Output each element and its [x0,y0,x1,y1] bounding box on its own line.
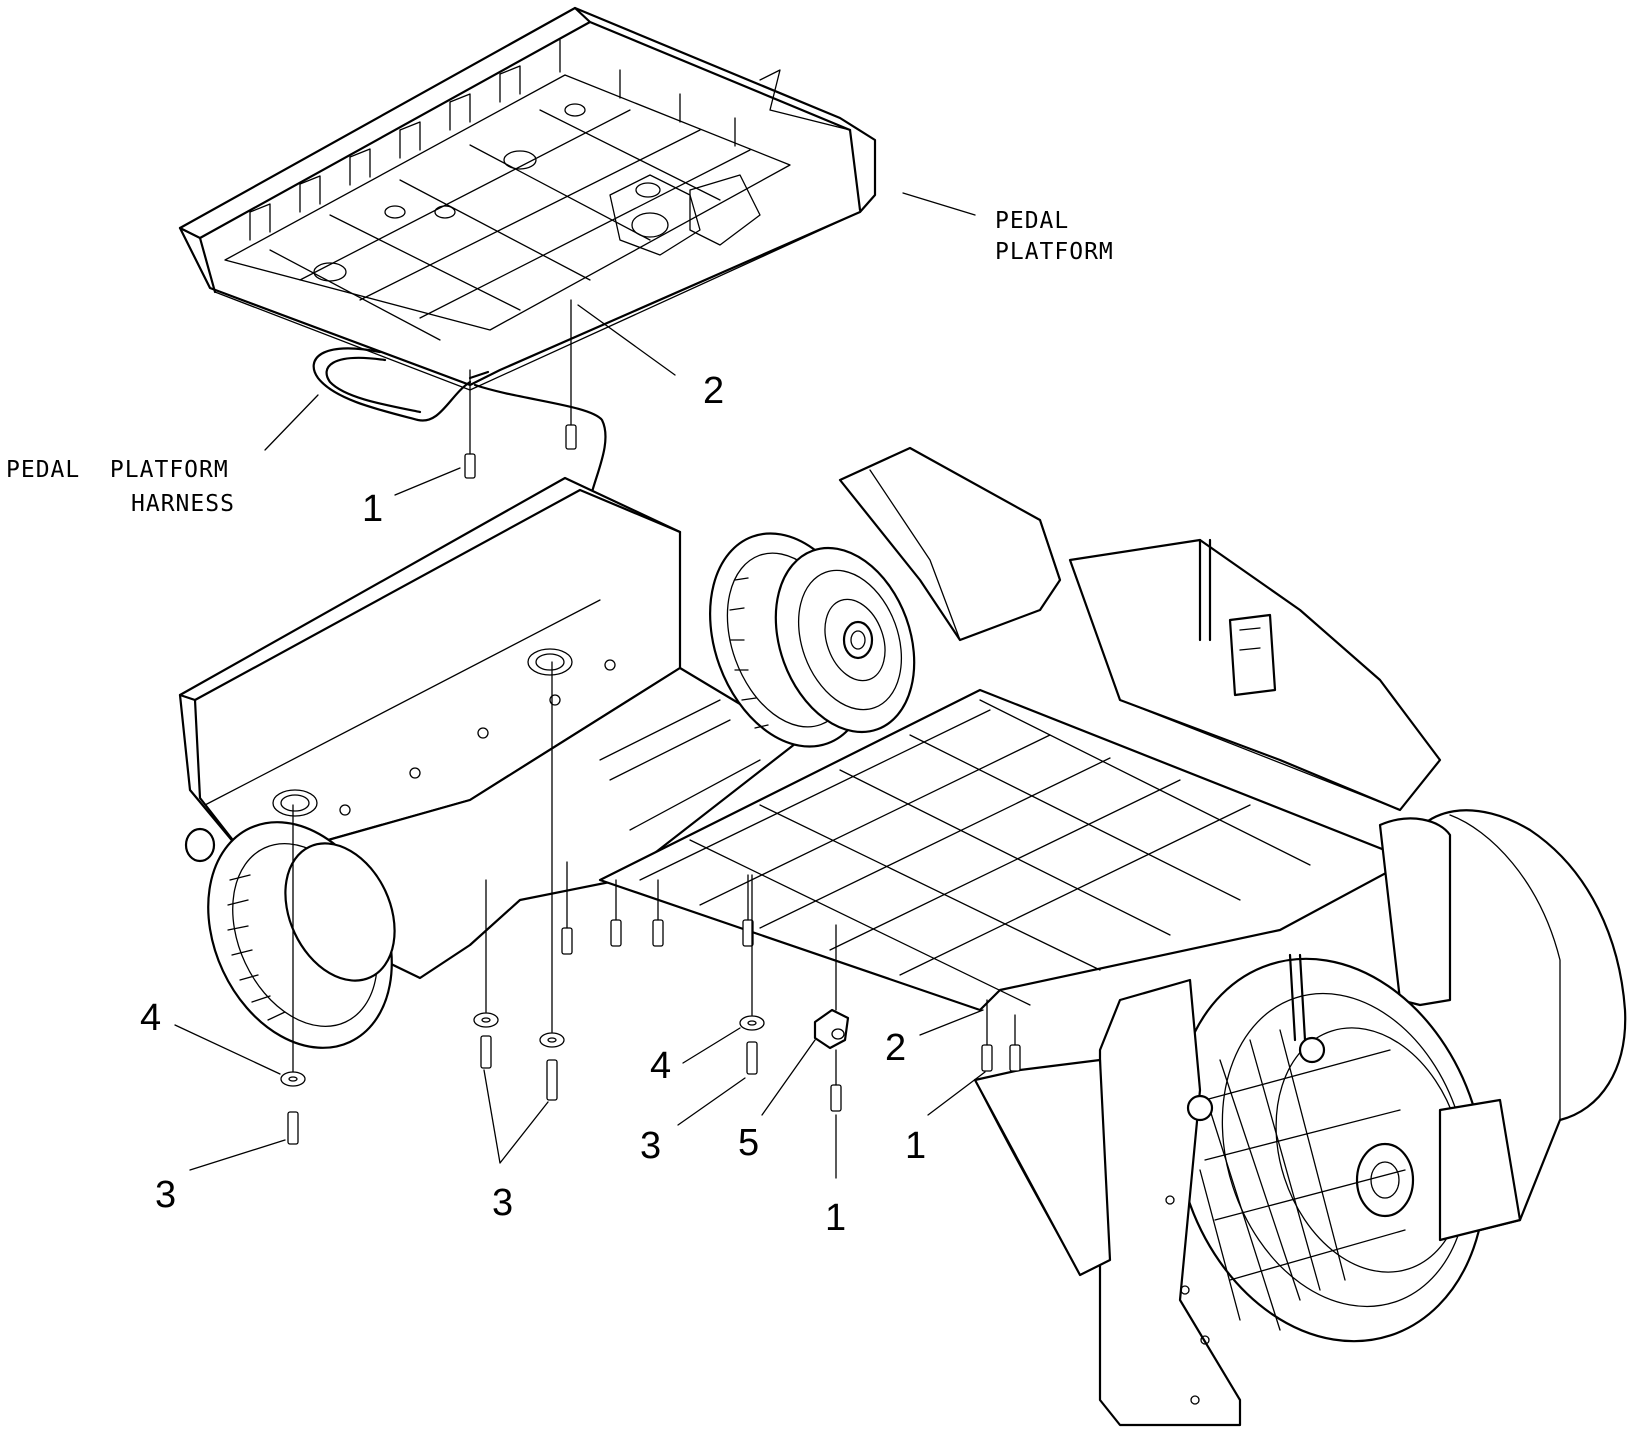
right-wheel-housing-part [973,809,1627,1427]
leader-c1-right [927,1071,986,1116]
callout-3-left: 3 [155,1174,176,1216]
leader-c2-upper [577,304,676,376]
leader-c3-middle [483,1069,549,1164]
callout-2-upper: 2 [703,370,724,412]
callout-3-center: 3 [640,1125,661,1167]
pedal-platform-harness-part [312,347,607,494]
leader-c5 [761,1039,816,1116]
leader-c4-left [174,1024,281,1075]
label-harness-line2: HARNESS [131,491,235,517]
callout-2-right: 2 [885,1027,906,1069]
callout-1-bottom: 1 [825,1197,846,1239]
fastener-hardware [280,299,1021,1145]
leader-c4-center [682,1027,741,1064]
callout-4-center: 4 [650,1045,671,1087]
label-harness-line1: PEDAL PLATFORM [6,457,229,483]
leader-lines [174,192,986,1179]
callout-1-upper: 1 [362,488,383,530]
leader-c3-center [677,1077,746,1126]
callout-4-left: 4 [140,997,161,1039]
left-wheel-part [184,821,396,1049]
callout-1-right: 1 [905,1125,926,1167]
callout-3-middle: 3 [492,1182,513,1224]
leader-c1-upper [394,467,461,496]
pedal-platform-part [178,6,877,391]
callout-5: 5 [738,1122,759,1164]
label-pedal-platform-line2: PLATFORM [995,239,1114,265]
leader-c2-right [919,1009,984,1036]
leader-pedal-platform [902,192,976,216]
leader-c3-left [189,1139,286,1171]
center-wheel-part [709,446,1062,748]
leader-harness [264,394,319,451]
label-pedal-platform-line1: PEDAL [995,208,1069,234]
